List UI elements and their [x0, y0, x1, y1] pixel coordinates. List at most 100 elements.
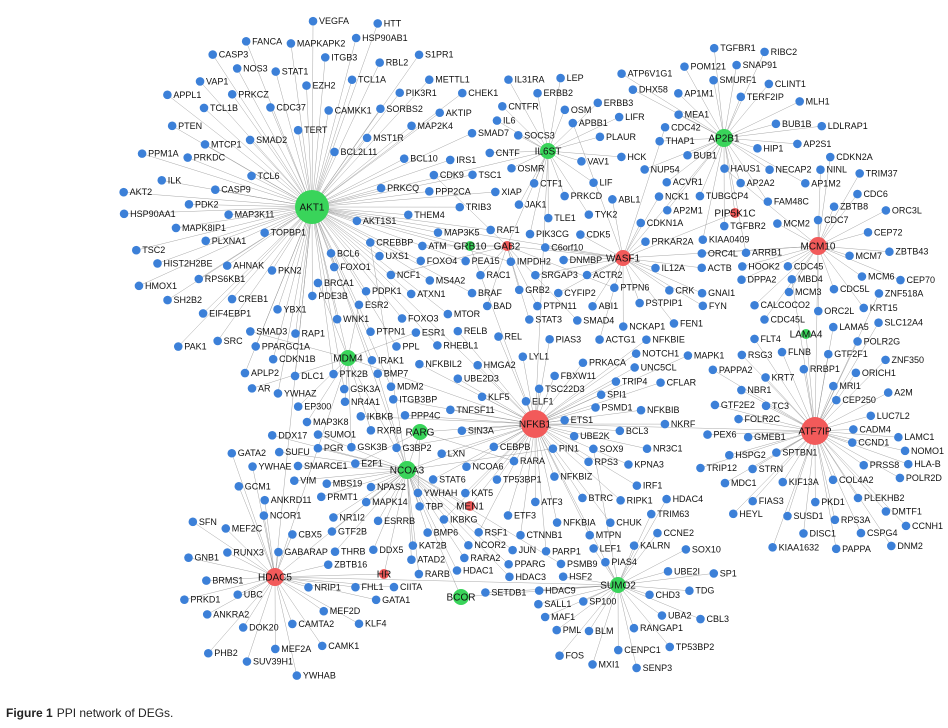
gene-node-dot[interactable] — [407, 555, 416, 564]
gene-node-dot[interactable] — [293, 402, 303, 411]
gene-node-dot[interactable] — [319, 606, 329, 616]
gene-node-dot[interactable] — [247, 171, 256, 181]
gene-node-dot[interactable] — [153, 259, 162, 268]
gene-node-dot[interactable] — [750, 300, 759, 310]
gene-node-dot[interactable] — [373, 19, 383, 28]
gene-node-dot[interactable] — [418, 241, 427, 251]
gene-node-dot[interactable] — [525, 315, 534, 324]
gene-node-dot[interactable] — [832, 395, 841, 405]
gene-node-dot[interactable] — [443, 309, 453, 319]
gene-node-dot[interactable] — [613, 645, 623, 655]
gene-node-dot[interactable] — [584, 457, 593, 467]
gene-node-dot[interactable] — [799, 529, 808, 538]
hub-node-bcor[interactable] — [453, 589, 469, 605]
gene-node-dot[interactable] — [457, 426, 467, 436]
gene-node-dot[interactable] — [461, 488, 470, 498]
gene-node-dot[interactable] — [131, 245, 141, 255]
gene-node-dot[interactable] — [200, 140, 210, 149]
gene-node-dot[interactable] — [290, 371, 300, 381]
hub-node-atf7ip[interactable] — [801, 417, 829, 445]
gene-node-dot[interactable] — [641, 237, 650, 246]
gene-node-dot[interactable] — [703, 430, 712, 439]
gene-node-dot[interactable] — [273, 389, 283, 398]
gene-node-dot[interactable] — [213, 336, 222, 346]
gene-node-dot[interactable] — [468, 170, 477, 180]
gene-node-dot[interactable] — [593, 98, 603, 108]
gene-node-dot[interactable] — [489, 442, 499, 452]
gene-node-dot[interactable] — [293, 461, 303, 471]
gene-node-dot[interactable] — [764, 79, 774, 89]
gene-node-dot[interactable] — [578, 493, 587, 503]
gene-node-dot[interactable] — [439, 515, 449, 524]
gene-node-dot[interactable] — [362, 133, 372, 143]
gene-node-dot[interactable] — [817, 121, 827, 131]
gene-node-dot[interactable] — [195, 77, 205, 86]
gene-node-dot[interactable] — [180, 595, 189, 604]
gene-node-dot[interactable] — [800, 178, 810, 188]
hub-node-men1[interactable] — [465, 501, 475, 511]
gene-node-dot[interactable] — [614, 112, 624, 122]
gene-node-dot[interactable] — [506, 257, 516, 267]
gene-node-dot[interactable] — [416, 256, 426, 266]
gene-node-dot[interactable] — [201, 236, 211, 246]
gene-node-dot[interactable] — [560, 415, 569, 425]
gene-node-dot[interactable] — [356, 412, 366, 421]
gene-node-dot[interactable] — [553, 288, 563, 298]
gene-node-dot[interactable] — [680, 62, 689, 71]
gene-node-dot[interactable] — [737, 262, 747, 271]
gene-node-dot[interactable] — [900, 446, 910, 456]
gene-node-dot[interactable] — [492, 116, 502, 125]
gene-node-dot[interactable] — [476, 270, 485, 280]
gene-node-dot[interactable] — [267, 266, 277, 275]
gene-node-dot[interactable] — [424, 187, 434, 196]
gene-node-dot[interactable] — [874, 318, 883, 328]
gene-node-dot[interactable] — [208, 50, 218, 59]
gene-node-dot[interactable] — [375, 251, 384, 261]
hub-node-hdac5[interactable] — [266, 568, 284, 586]
gene-node-dot[interactable] — [224, 210, 233, 219]
gene-node-dot[interactable] — [222, 261, 232, 270]
gene-node-dot[interactable] — [194, 274, 204, 284]
gene-node-dot[interactable] — [163, 295, 172, 305]
gene-node-dot[interactable] — [171, 223, 181, 233]
gene-node-dot[interactable] — [655, 136, 664, 146]
gene-node-dot[interactable] — [657, 611, 667, 620]
gene-node-dot[interactable] — [340, 397, 350, 407]
hub-node-il6st[interactable] — [540, 143, 556, 159]
gene-node-dot[interactable] — [322, 479, 332, 488]
gene-node-dot[interactable] — [783, 261, 793, 271]
gene-node-dot[interactable] — [351, 459, 360, 468]
gene-node-dot[interactable] — [577, 157, 586, 166]
hub-node-hr[interactable] — [379, 569, 389, 579]
gene-node-dot[interactable] — [308, 16, 318, 26]
gene-node-dot[interactable] — [184, 200, 194, 209]
gene-node-dot[interactable] — [541, 546, 551, 556]
gene-node-dot[interactable] — [582, 270, 592, 280]
gene-node-dot[interactable] — [753, 144, 762, 153]
hub-node-sumo2[interactable] — [610, 577, 626, 593]
gene-node-dot[interactable] — [883, 388, 893, 397]
gene-node-dot[interactable] — [743, 432, 753, 442]
gene-node-dot[interactable] — [653, 528, 662, 538]
gene-node-dot[interactable] — [240, 368, 250, 378]
gene-node-dot[interactable] — [457, 88, 467, 98]
gene-node-dot[interactable] — [642, 444, 652, 454]
gene-node-dot[interactable] — [795, 97, 804, 106]
gene-node-dot[interactable] — [167, 121, 177, 131]
gene-node-dot[interactable] — [371, 595, 381, 605]
gene-node-dot[interactable] — [313, 443, 323, 453]
gene-node-dot[interactable] — [251, 342, 261, 351]
gene-node-dot[interactable] — [313, 278, 323, 288]
gene-node-dot[interactable] — [521, 397, 531, 406]
gene-node-dot[interactable] — [367, 355, 377, 365]
gene-node-dot[interactable] — [784, 287, 794, 297]
gene-node-dot[interactable] — [635, 298, 644, 308]
gene-node-dot[interactable] — [669, 319, 679, 328]
gene-node-dot[interactable] — [223, 548, 232, 557]
gene-node-dot[interactable] — [361, 497, 371, 507]
gene-node-dot[interactable] — [540, 612, 550, 622]
gene-node-dot[interactable] — [366, 426, 376, 435]
gene-node-dot[interactable] — [332, 314, 342, 324]
gene-node-dot[interactable] — [352, 216, 362, 226]
gene-node-dot[interactable] — [461, 256, 470, 266]
